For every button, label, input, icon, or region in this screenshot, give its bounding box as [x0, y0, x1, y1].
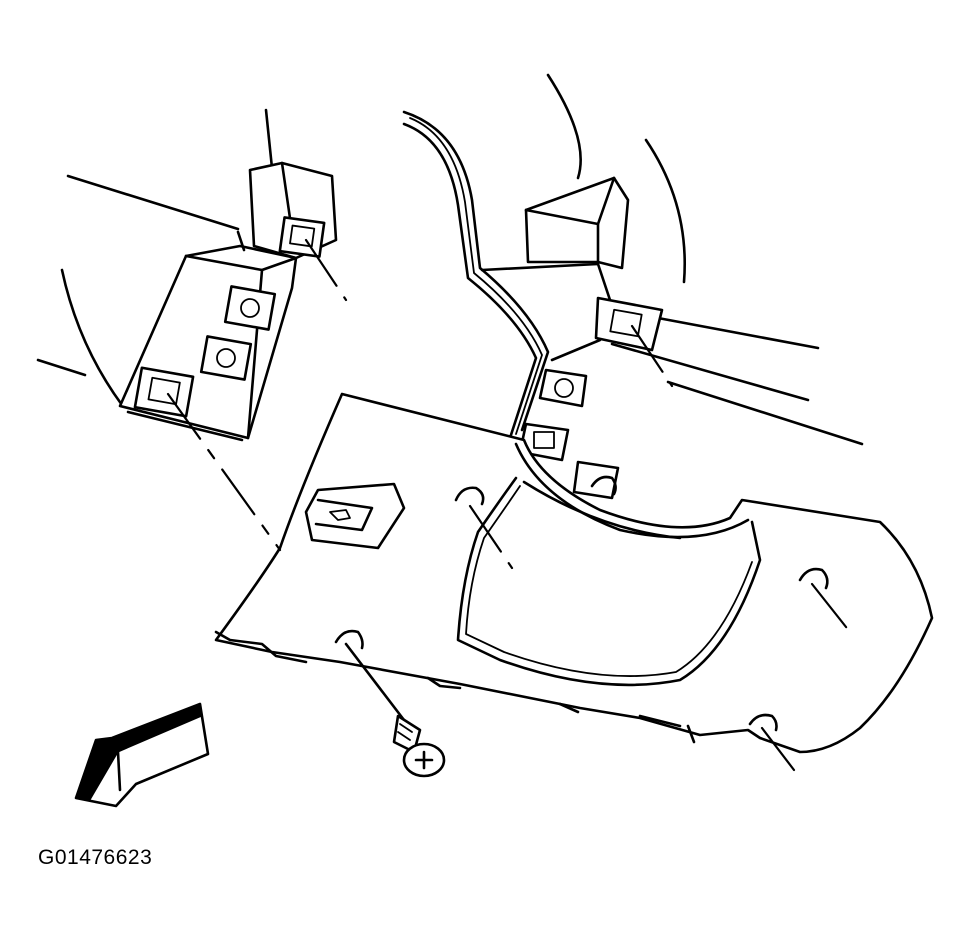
alignment-lines [166, 238, 852, 772]
figure-code-label: G01476623 [38, 846, 153, 869]
vehicle-body-outline [36, 73, 864, 446]
direction-arrow-icon [74, 702, 210, 808]
left-bracket-clip-holes [133, 216, 326, 418]
panel-switch [304, 482, 406, 550]
screw-fastener [344, 642, 446, 778]
panel-fastener-holes [334, 475, 829, 732]
wiring-harness [402, 110, 550, 440]
right-pillar-bracket [480, 176, 664, 500]
